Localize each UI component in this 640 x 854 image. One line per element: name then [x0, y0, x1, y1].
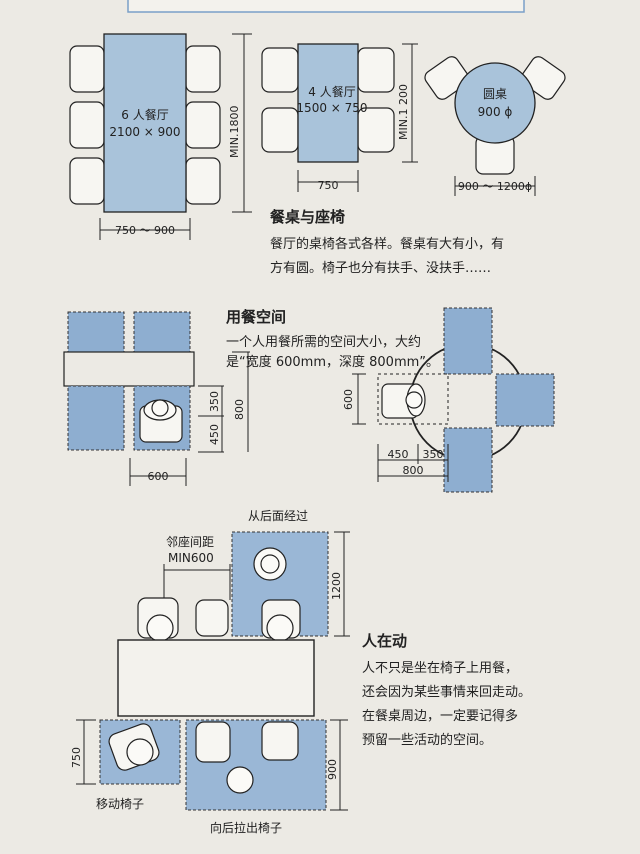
four-person-table-label: 4 人餐厅	[308, 84, 355, 99]
seat-zone	[443, 307, 493, 375]
section2-heading: 用餐空间	[226, 308, 286, 326]
seat-zone	[495, 373, 555, 427]
chair	[195, 599, 229, 637]
four-person-width-dim: 750	[318, 179, 339, 192]
round-table-group: 圆桌 900 ϕ 900 ～ 1200ϕ	[424, 56, 566, 196]
dining-table	[117, 639, 315, 717]
dim-600-horizontal: 600	[148, 470, 169, 483]
chair	[185, 101, 221, 149]
dim-350-round: 350	[423, 448, 444, 461]
section1-heading: 餐桌与座椅	[270, 208, 345, 226]
six-person-table-group: 6 人餐厅 2100 × 900 MIN.1800 750 ～ 900	[69, 33, 252, 240]
dim-750: 750	[70, 747, 83, 768]
top-frame	[127, 0, 525, 13]
chair	[261, 107, 299, 153]
section3-text-line1: 人不只是坐在椅子上用餐，	[362, 660, 518, 676]
person-head	[226, 766, 254, 794]
chair	[261, 47, 299, 93]
dim-800-horizontal: 800	[403, 464, 424, 477]
four-person-table-size: 1500 × 750	[296, 101, 367, 115]
rectangular-dining-space: 350 450 800 600	[63, 311, 250, 486]
section1-text-line1: 餐厅的桌椅各式各样。餐桌有大有小，有	[270, 236, 504, 252]
six-person-height-dim: MIN.1800	[228, 106, 241, 158]
dim-450: 450	[208, 424, 221, 445]
chair	[185, 157, 221, 205]
four-person-table	[297, 43, 359, 163]
person-head	[151, 399, 169, 417]
section3-text-line2: 还会因为某些事情来回走动。	[362, 685, 531, 700]
section3-heading: 人在动	[362, 632, 407, 650]
chair	[357, 47, 395, 93]
dim-900: 900	[326, 759, 339, 780]
chair	[261, 721, 299, 761]
chair	[69, 157, 105, 205]
chair	[69, 45, 105, 93]
person-head	[146, 614, 174, 642]
seat-zone	[133, 311, 191, 353]
round-table-width-dim: 900 ～ 1200ϕ	[458, 180, 532, 193]
round-table-label: 圆桌	[483, 87, 507, 101]
chair	[69, 101, 105, 149]
six-person-width-dim: 750 ～ 900	[115, 224, 175, 237]
section2-text-line1: 一个人用餐所需的空间大小，大约	[226, 334, 421, 350]
round-dining-space: 600 450 350 800	[342, 307, 555, 493]
four-person-height-dim: MIN.1 200	[397, 84, 410, 140]
seat-zone	[67, 385, 125, 451]
dim-350: 350	[208, 391, 221, 412]
six-person-table-label: 6 人餐厅	[121, 107, 168, 122]
dim-450-round: 450	[388, 448, 409, 461]
chair	[195, 721, 231, 763]
seat-zone	[443, 427, 493, 493]
round-table	[454, 62, 536, 144]
six-person-table-size: 2100 × 900	[109, 125, 180, 139]
person-head	[405, 391, 423, 409]
dim-1200: 1200	[330, 572, 343, 600]
label-pull-chair: 向后拉出椅子	[210, 820, 282, 835]
section3-text-line4: 预留一些活动的空间。	[362, 732, 492, 748]
label-move-chair: 移动椅子	[96, 797, 144, 811]
seat-zone	[67, 311, 125, 353]
label-min600: MIN600	[168, 551, 214, 565]
section3-text-line3: 在餐桌周边，一定要记得多	[362, 708, 518, 724]
six-person-table	[103, 33, 187, 213]
label-pass-behind: 从后面经过	[248, 509, 308, 523]
person-head	[266, 614, 294, 642]
four-person-table-group: 4 人餐厅 1500 × 750 MIN.1 200 750	[261, 43, 418, 192]
person-head	[126, 738, 154, 766]
section2-text-line2: 是“宽度 600mm，深度 800mm”。	[226, 354, 439, 370]
dim-800-vertical: 800	[233, 399, 246, 420]
round-table-size: 900 ϕ	[478, 105, 513, 119]
chair	[185, 45, 221, 93]
walking-person-head	[260, 554, 280, 574]
table-outline	[63, 351, 195, 387]
moving-people-diagram: 从后面经过 邻座间距 MIN600 1200 750	[70, 509, 350, 835]
dim-600-vertical: 600	[342, 389, 355, 410]
section1-text-line2: 方有圆。椅子也分有扶手、没扶手……	[270, 260, 491, 276]
label-seat-spacing: 邻座间距	[166, 534, 214, 549]
